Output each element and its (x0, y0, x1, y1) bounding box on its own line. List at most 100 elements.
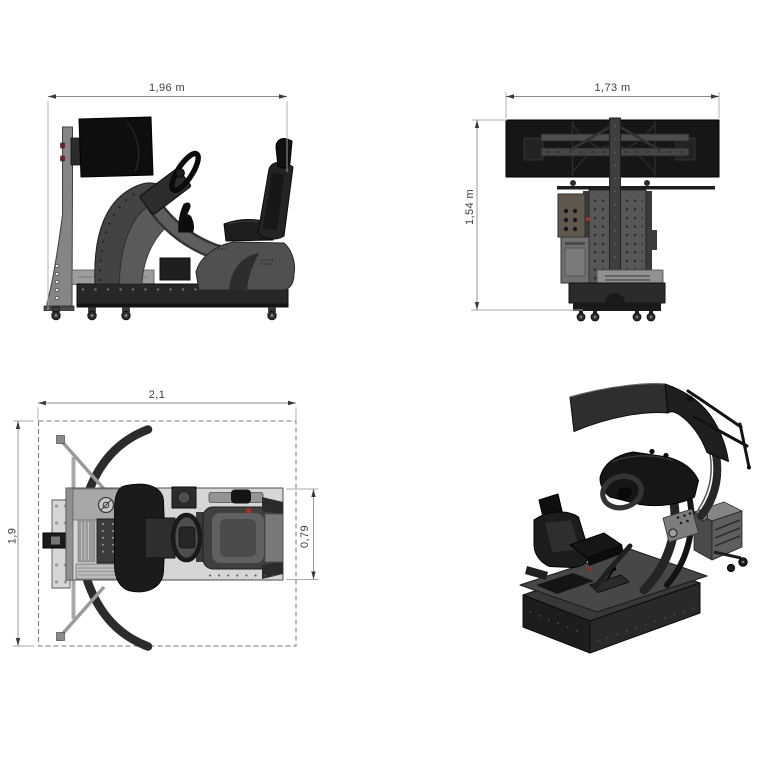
cowl-inner2 (220, 519, 256, 557)
support-mast-edge (697, 448, 712, 511)
steering-hub (175, 168, 185, 178)
cowl-arch-cut (229, 253, 259, 290)
console-buttons (676, 512, 692, 525)
cowl-vents (214, 244, 275, 265)
caster-arm (713, 550, 742, 560)
arrowhead (311, 571, 316, 580)
stand-clip (60, 155, 65, 162)
red-indicator (585, 217, 590, 221)
top-view-model (42, 425, 284, 651)
arrowhead (311, 489, 316, 497)
pedal-disc (177, 491, 191, 504)
wheel-deck (139, 168, 192, 215)
shifter-stick (606, 569, 614, 581)
side-view-dimensions: 1,96 m (47, 82, 288, 310)
vesa-bracket (523, 137, 544, 161)
cowl-highlight (611, 455, 674, 463)
cabinet-slot (565, 242, 585, 245)
handbrake-handle (231, 489, 251, 504)
shelf-knob (570, 180, 576, 186)
arrowhead (474, 120, 480, 128)
control-cabinet (557, 193, 586, 238)
front-view-dimensions: 1,73 m 1,54 m (464, 82, 720, 311)
base-trim (77, 303, 288, 308)
seat-headrest (275, 138, 293, 169)
stripe-lines (81, 522, 89, 560)
isometric-view (519, 383, 751, 654)
shifter-plate (589, 574, 630, 593)
top-view: 2,1 1,9 0,79 (7, 389, 319, 651)
base-bolt-dots (597, 607, 695, 642)
module-slats (714, 519, 741, 547)
canopy-support-frame (686, 389, 751, 469)
base-bump (605, 293, 625, 303)
pedal-mat (536, 573, 594, 594)
rail-end-cap (56, 435, 65, 444)
rear-wedge (262, 562, 283, 579)
front-view: 1,73 m 1,54 m (464, 82, 720, 322)
button-console (662, 508, 699, 543)
arrowhead (506, 94, 514, 99)
side-bracket (648, 230, 657, 250)
monitor-rail-diagonal (60, 439, 106, 491)
base-bolt-dots (529, 611, 586, 635)
lower-frame (573, 303, 661, 311)
steering-hub-top (178, 526, 196, 549)
arrowhead (48, 94, 56, 99)
arrowhead (15, 638, 21, 646)
side-blade (639, 493, 680, 595)
console-emblem (668, 528, 678, 538)
chassis-left-strip (65, 487, 74, 581)
v-struts (569, 122, 661, 152)
dimension-width-front: 1,73 m (594, 82, 630, 94)
desk-shelf (557, 186, 715, 190)
monitor-canopy-front (569, 383, 669, 432)
module-right-face (711, 510, 743, 561)
arrowhead (474, 302, 480, 310)
shelf-knob (644, 180, 650, 186)
cowl-knob (649, 448, 655, 455)
front-casters (576, 311, 656, 322)
brand-emblem-inner (102, 501, 110, 509)
dimension-chassis-width-top: 0,79 (299, 525, 311, 548)
seat-backrest-pad (263, 172, 284, 231)
deck-grooves (78, 567, 118, 576)
wheel-column-box (144, 517, 176, 559)
side-view: 1,96 m (43, 82, 295, 321)
seat-top (114, 483, 168, 593)
base-right-face (589, 582, 701, 654)
monitor (78, 116, 154, 178)
footprint-dashed-boundary (38, 420, 297, 647)
cowl-knob (663, 452, 669, 459)
rear-panel (264, 513, 284, 563)
seat-side-bracket (525, 566, 548, 580)
top-view-dimensions: 2,1 1,9 0,79 (7, 389, 319, 647)
headrest-post (277, 166, 280, 173)
center-beam-iso (592, 543, 633, 590)
arrowhead (279, 94, 287, 99)
mount-clamp-inner (51, 536, 60, 545)
side-view-model (43, 116, 295, 321)
under-arch-box (159, 257, 191, 281)
cabinet-buttons (563, 208, 578, 232)
monitor-back-curve (126, 121, 140, 173)
steering-wheel-side (169, 150, 201, 194)
brand-emblem-slash (100, 499, 112, 511)
arrowhead (288, 400, 296, 406)
rear-wedge (262, 497, 283, 514)
seat-bolster-iso (587, 545, 624, 566)
caster-hub (741, 560, 745, 564)
dimension-height-front: 1,54 m (464, 189, 476, 225)
arrowhead (15, 421, 21, 429)
dimension-width-side: 1,96 m (149, 82, 185, 94)
monitor-canopy-right (664, 383, 729, 462)
stand-holes (54, 263, 59, 300)
frame-tip (747, 465, 751, 470)
red-indicator (246, 508, 251, 513)
side-blade (664, 489, 695, 588)
stand-clip (60, 142, 65, 149)
arrowhead (38, 400, 46, 406)
front-view-model (505, 117, 720, 322)
monitor-stand (46, 126, 73, 309)
